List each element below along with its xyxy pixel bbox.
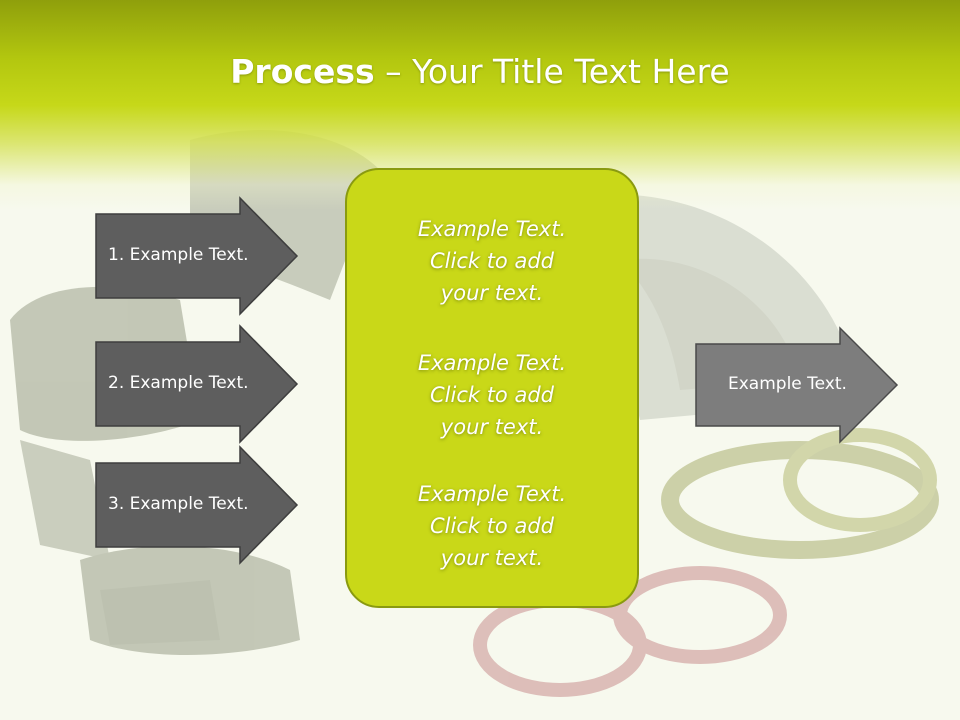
slide-title: Process – Your Title Text Here — [0, 52, 960, 91]
center-text-box[interactable] — [345, 168, 639, 608]
arrow-shape-3[interactable] — [95, 445, 299, 565]
center-paragraph-1[interactable]: Example Text. Click to add your text. — [345, 213, 639, 309]
center-paragraph-3[interactable]: Example Text. Click to add your text. — [345, 478, 639, 574]
arrow-shape-right[interactable] — [695, 326, 899, 444]
arrow-label-right: Example Text. — [728, 374, 847, 394]
paragraph-line: Example Text. — [417, 482, 567, 506]
center-paragraph-2[interactable]: Example Text. Click to add your text. — [345, 347, 639, 443]
title-bold: Process — [230, 52, 375, 91]
paragraph-line: Click to add — [429, 514, 554, 538]
arrow-label-3: 3. Example Text. — [108, 494, 249, 514]
paragraph-line: Example Text. — [417, 351, 567, 375]
paragraph-line: Click to add — [429, 249, 554, 273]
paragraph-line: Click to add — [429, 383, 554, 407]
paragraph-line: your text. — [440, 281, 544, 305]
paragraph-line: Example Text. — [417, 217, 567, 241]
arrow-label-2: 2. Example Text. — [108, 373, 249, 393]
arrow-shape-2[interactable] — [95, 324, 299, 444]
title-rest: – Your Title Text Here — [374, 52, 730, 91]
arrow-shape-1[interactable] — [95, 196, 299, 316]
arrow-label-1: 1. Example Text. — [108, 245, 249, 265]
paragraph-line: your text. — [440, 415, 544, 439]
paragraph-line: your text. — [440, 546, 544, 570]
